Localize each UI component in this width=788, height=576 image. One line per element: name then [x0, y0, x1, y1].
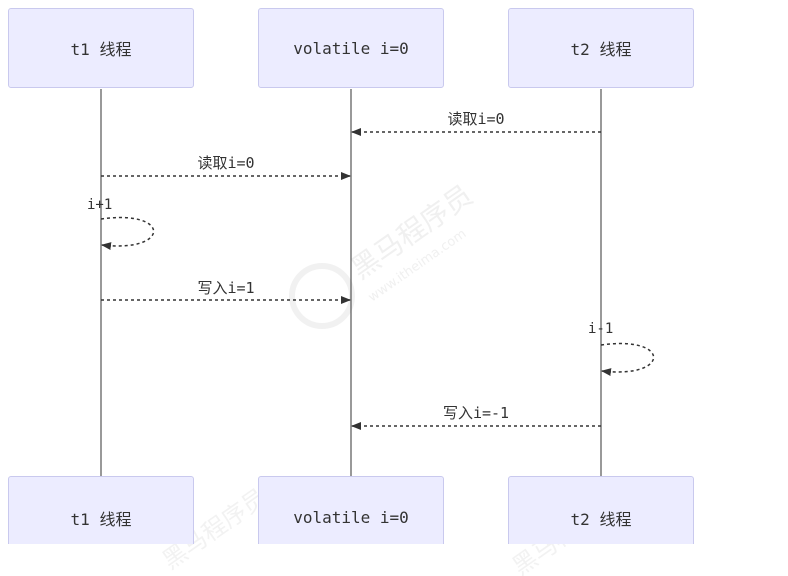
self-message-label: i-1 — [588, 321, 614, 337]
actor-volatile-top: volatile i=0 — [258, 8, 444, 88]
actor-label: t1 线程 — [70, 509, 132, 529]
actor-label: t2 线程 — [570, 509, 632, 529]
message-label: 读取i=0 — [447, 110, 505, 128]
self-arrow-t2 — [600, 342, 655, 377]
actor-label: volatile i=0 — [293, 38, 409, 58]
actor-t2-top: t2 线程 — [508, 8, 694, 88]
message-label: 写入i=-1 — [442, 404, 510, 422]
actor-t2-bottom: t2 线程 — [508, 476, 694, 544]
actor-label: t1 线程 — [70, 40, 132, 59]
actor-label: t2 线程 — [570, 40, 632, 59]
watermark-logo-icon — [289, 263, 355, 329]
message-label: 写入i=1 — [197, 279, 255, 297]
self-message-label: i+1 — [87, 197, 113, 213]
actor-t1-top: t1 线程 — [8, 8, 194, 88]
message-label: 读取i=0 — [197, 154, 255, 172]
actor-volatile-bottom: volatile i=0 — [258, 476, 444, 544]
actor-t1-bottom: t1 线程 — [8, 476, 194, 544]
self-arrow-t1 — [100, 216, 155, 251]
actor-label: volatile i=0 — [293, 508, 409, 527]
